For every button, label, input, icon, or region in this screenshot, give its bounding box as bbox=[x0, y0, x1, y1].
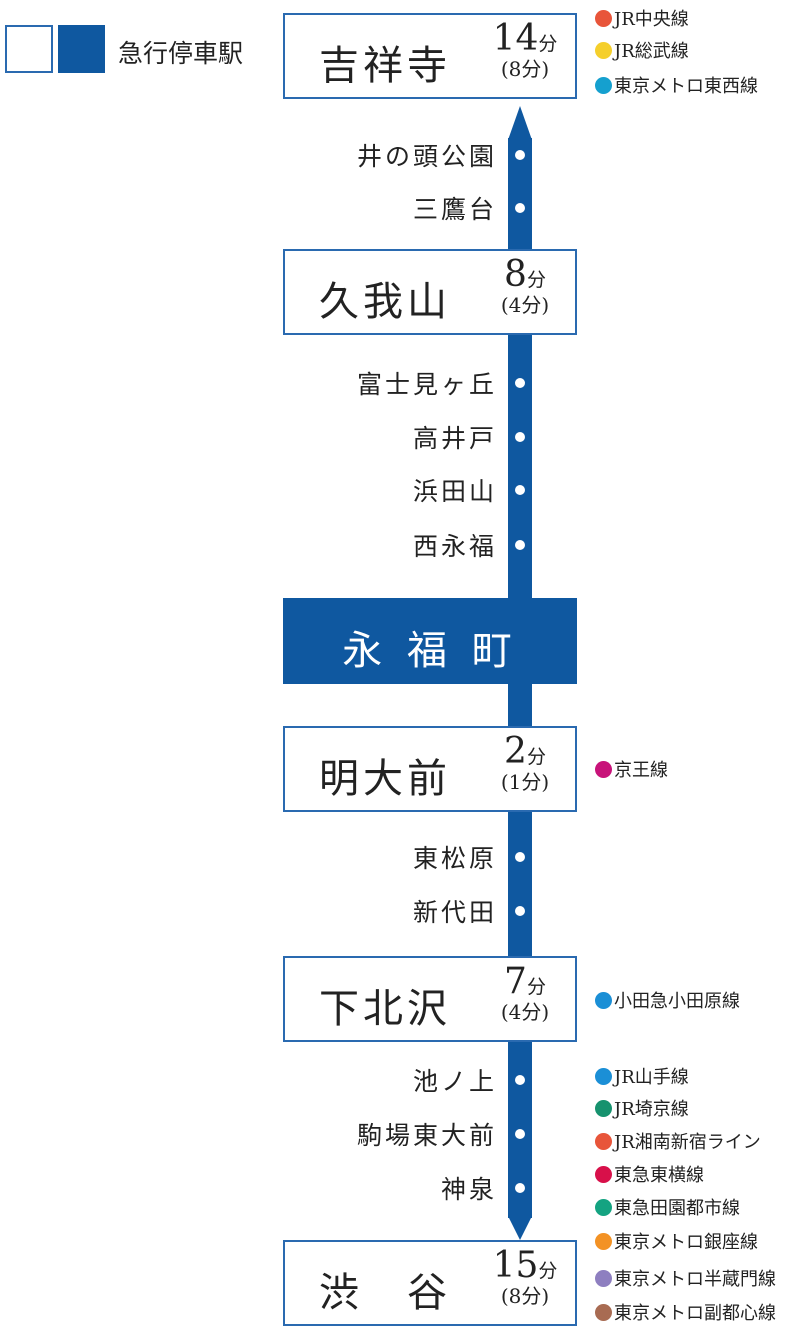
transfer-line: JR埼京線 bbox=[595, 1095, 689, 1121]
line-name: JR湘南新宿ライン bbox=[614, 1132, 761, 1153]
transfer-line: JR湘南新宿ライン bbox=[595, 1128, 761, 1154]
station-dot bbox=[515, 1075, 525, 1085]
station-name: 明大前 bbox=[319, 756, 451, 802]
time-unit: 分 bbox=[538, 33, 558, 55]
station-box: 永 福 町 bbox=[283, 598, 577, 684]
line-color-dot-icon bbox=[595, 9, 612, 27]
transfer-line: 東急東横線 bbox=[595, 1161, 704, 1187]
travel-time: 14分(8分) bbox=[485, 18, 565, 81]
station-label: 池ノ上 bbox=[412, 1067, 497, 1096]
station-label: 駒場東大前 bbox=[356, 1121, 497, 1150]
arrow-down-icon bbox=[508, 1216, 532, 1240]
transfer-line: 東京メトロ副都心線 bbox=[595, 1299, 776, 1325]
station-dot bbox=[515, 150, 525, 160]
line-name: JR中央線 bbox=[614, 9, 689, 30]
station-dot bbox=[515, 378, 525, 388]
transfer-line: 東急田園都市線 bbox=[595, 1194, 740, 1220]
express-time: (4分) bbox=[500, 1000, 550, 1024]
transfer-line: JR山手線 bbox=[595, 1063, 689, 1089]
line-color-dot-icon bbox=[595, 1303, 612, 1321]
transfer-line: JR中央線 bbox=[595, 5, 689, 31]
time-value: 14 bbox=[492, 18, 539, 59]
time-unit: 分 bbox=[538, 1260, 558, 1282]
line-name: JR埼京線 bbox=[614, 1099, 689, 1120]
transfer-line: 京王線 bbox=[595, 756, 668, 782]
station-box: 吉祥寺 14分(8分) bbox=[283, 13, 577, 99]
transfer-line: 小田急小田原線 bbox=[595, 987, 740, 1013]
time-unit: 分 bbox=[526, 269, 546, 291]
line-color-dot-icon bbox=[595, 1198, 612, 1216]
station-dot bbox=[515, 906, 525, 916]
legend-filled-box bbox=[58, 25, 105, 73]
transfer-line: 東京メトロ半蔵門線 bbox=[595, 1265, 776, 1291]
station-label: 神泉 bbox=[440, 1175, 497, 1204]
station-box: 明大前 2分(1分) bbox=[283, 726, 577, 812]
travel-time: 2分(1分) bbox=[485, 731, 565, 794]
station-label: 浜田山 bbox=[412, 477, 497, 506]
station-name: 吉祥寺 bbox=[319, 43, 451, 89]
time-value: 15 bbox=[492, 1245, 539, 1286]
station-dot bbox=[515, 540, 525, 550]
line-name: 東京メトロ東西線 bbox=[614, 76, 758, 97]
legend-label: 急行停車駅 bbox=[118, 39, 244, 68]
station-label: 井の頭公園 bbox=[356, 142, 497, 171]
time-value: 8 bbox=[504, 254, 527, 295]
line-color-dot-icon bbox=[595, 1099, 612, 1117]
line-color-dot-icon bbox=[595, 760, 612, 778]
line-name: 東京メトロ副都心線 bbox=[614, 1303, 776, 1324]
line-color-dot-icon bbox=[595, 1232, 612, 1250]
line-name: JR山手線 bbox=[614, 1067, 689, 1088]
station-box: 久我山 8分(4分) bbox=[283, 249, 577, 335]
transfer-line: 東京メトロ東西線 bbox=[595, 72, 758, 98]
express-time: (1分) bbox=[500, 770, 550, 794]
station-dot bbox=[515, 1183, 525, 1193]
line-name: JR総武線 bbox=[614, 41, 689, 62]
station-label: 富士見ヶ丘 bbox=[356, 370, 497, 399]
line-name: 東京メトロ半蔵門線 bbox=[614, 1269, 776, 1290]
line-color-dot-icon bbox=[595, 76, 612, 94]
station-dot bbox=[515, 203, 525, 213]
line-color-dot-icon bbox=[595, 41, 612, 59]
time-value: 2 bbox=[504, 731, 527, 772]
station-name: 渋 谷 bbox=[319, 1270, 451, 1316]
station-dot bbox=[515, 485, 525, 495]
transfer-line: JR総武線 bbox=[595, 37, 689, 63]
line-color-dot-icon bbox=[595, 991, 612, 1009]
time-unit: 分 bbox=[526, 746, 546, 768]
station-dot bbox=[515, 852, 525, 862]
station-dot bbox=[515, 1129, 525, 1139]
travel-time: 7分(4分) bbox=[485, 961, 565, 1024]
station-label: 西永福 bbox=[412, 532, 497, 561]
line-color-dot-icon bbox=[595, 1165, 612, 1183]
station-box: 渋 谷 15分(8分) bbox=[283, 1240, 577, 1326]
station-name: 永 福 町 bbox=[342, 628, 518, 674]
time-value: 7 bbox=[504, 961, 527, 1002]
station-name: 久我山 bbox=[319, 279, 451, 325]
line-name: 東急田園都市線 bbox=[614, 1198, 740, 1219]
time-unit: 分 bbox=[526, 976, 546, 998]
line-color-dot-icon bbox=[595, 1132, 612, 1150]
transfer-line: 東京メトロ銀座線 bbox=[595, 1228, 758, 1254]
station-label: 三鷹台 bbox=[412, 195, 497, 224]
express-time: (4分) bbox=[500, 293, 550, 317]
line-name: 小田急小田原線 bbox=[614, 991, 740, 1012]
station-box: 下北沢 7分(4分) bbox=[283, 956, 577, 1042]
travel-time: 8分(4分) bbox=[485, 254, 565, 317]
line-name: 東京メトロ銀座線 bbox=[614, 1232, 758, 1253]
station-label: 東松原 bbox=[412, 844, 497, 873]
line-name: 東急東横線 bbox=[614, 1165, 704, 1186]
line-name: 京王線 bbox=[614, 760, 668, 781]
station-name: 下北沢 bbox=[319, 986, 451, 1032]
station-label: 高井戸 bbox=[412, 424, 497, 453]
express-time: (8分) bbox=[500, 57, 550, 81]
express-time: (8分) bbox=[500, 1284, 550, 1308]
station-dot bbox=[515, 432, 525, 442]
line-color-dot-icon bbox=[595, 1269, 612, 1287]
legend-open-box bbox=[5, 25, 53, 73]
arrow-up-icon bbox=[508, 106, 532, 140]
station-label: 新代田 bbox=[412, 898, 497, 927]
travel-time: 15分(8分) bbox=[485, 1245, 565, 1308]
line-color-dot-icon bbox=[595, 1067, 612, 1085]
